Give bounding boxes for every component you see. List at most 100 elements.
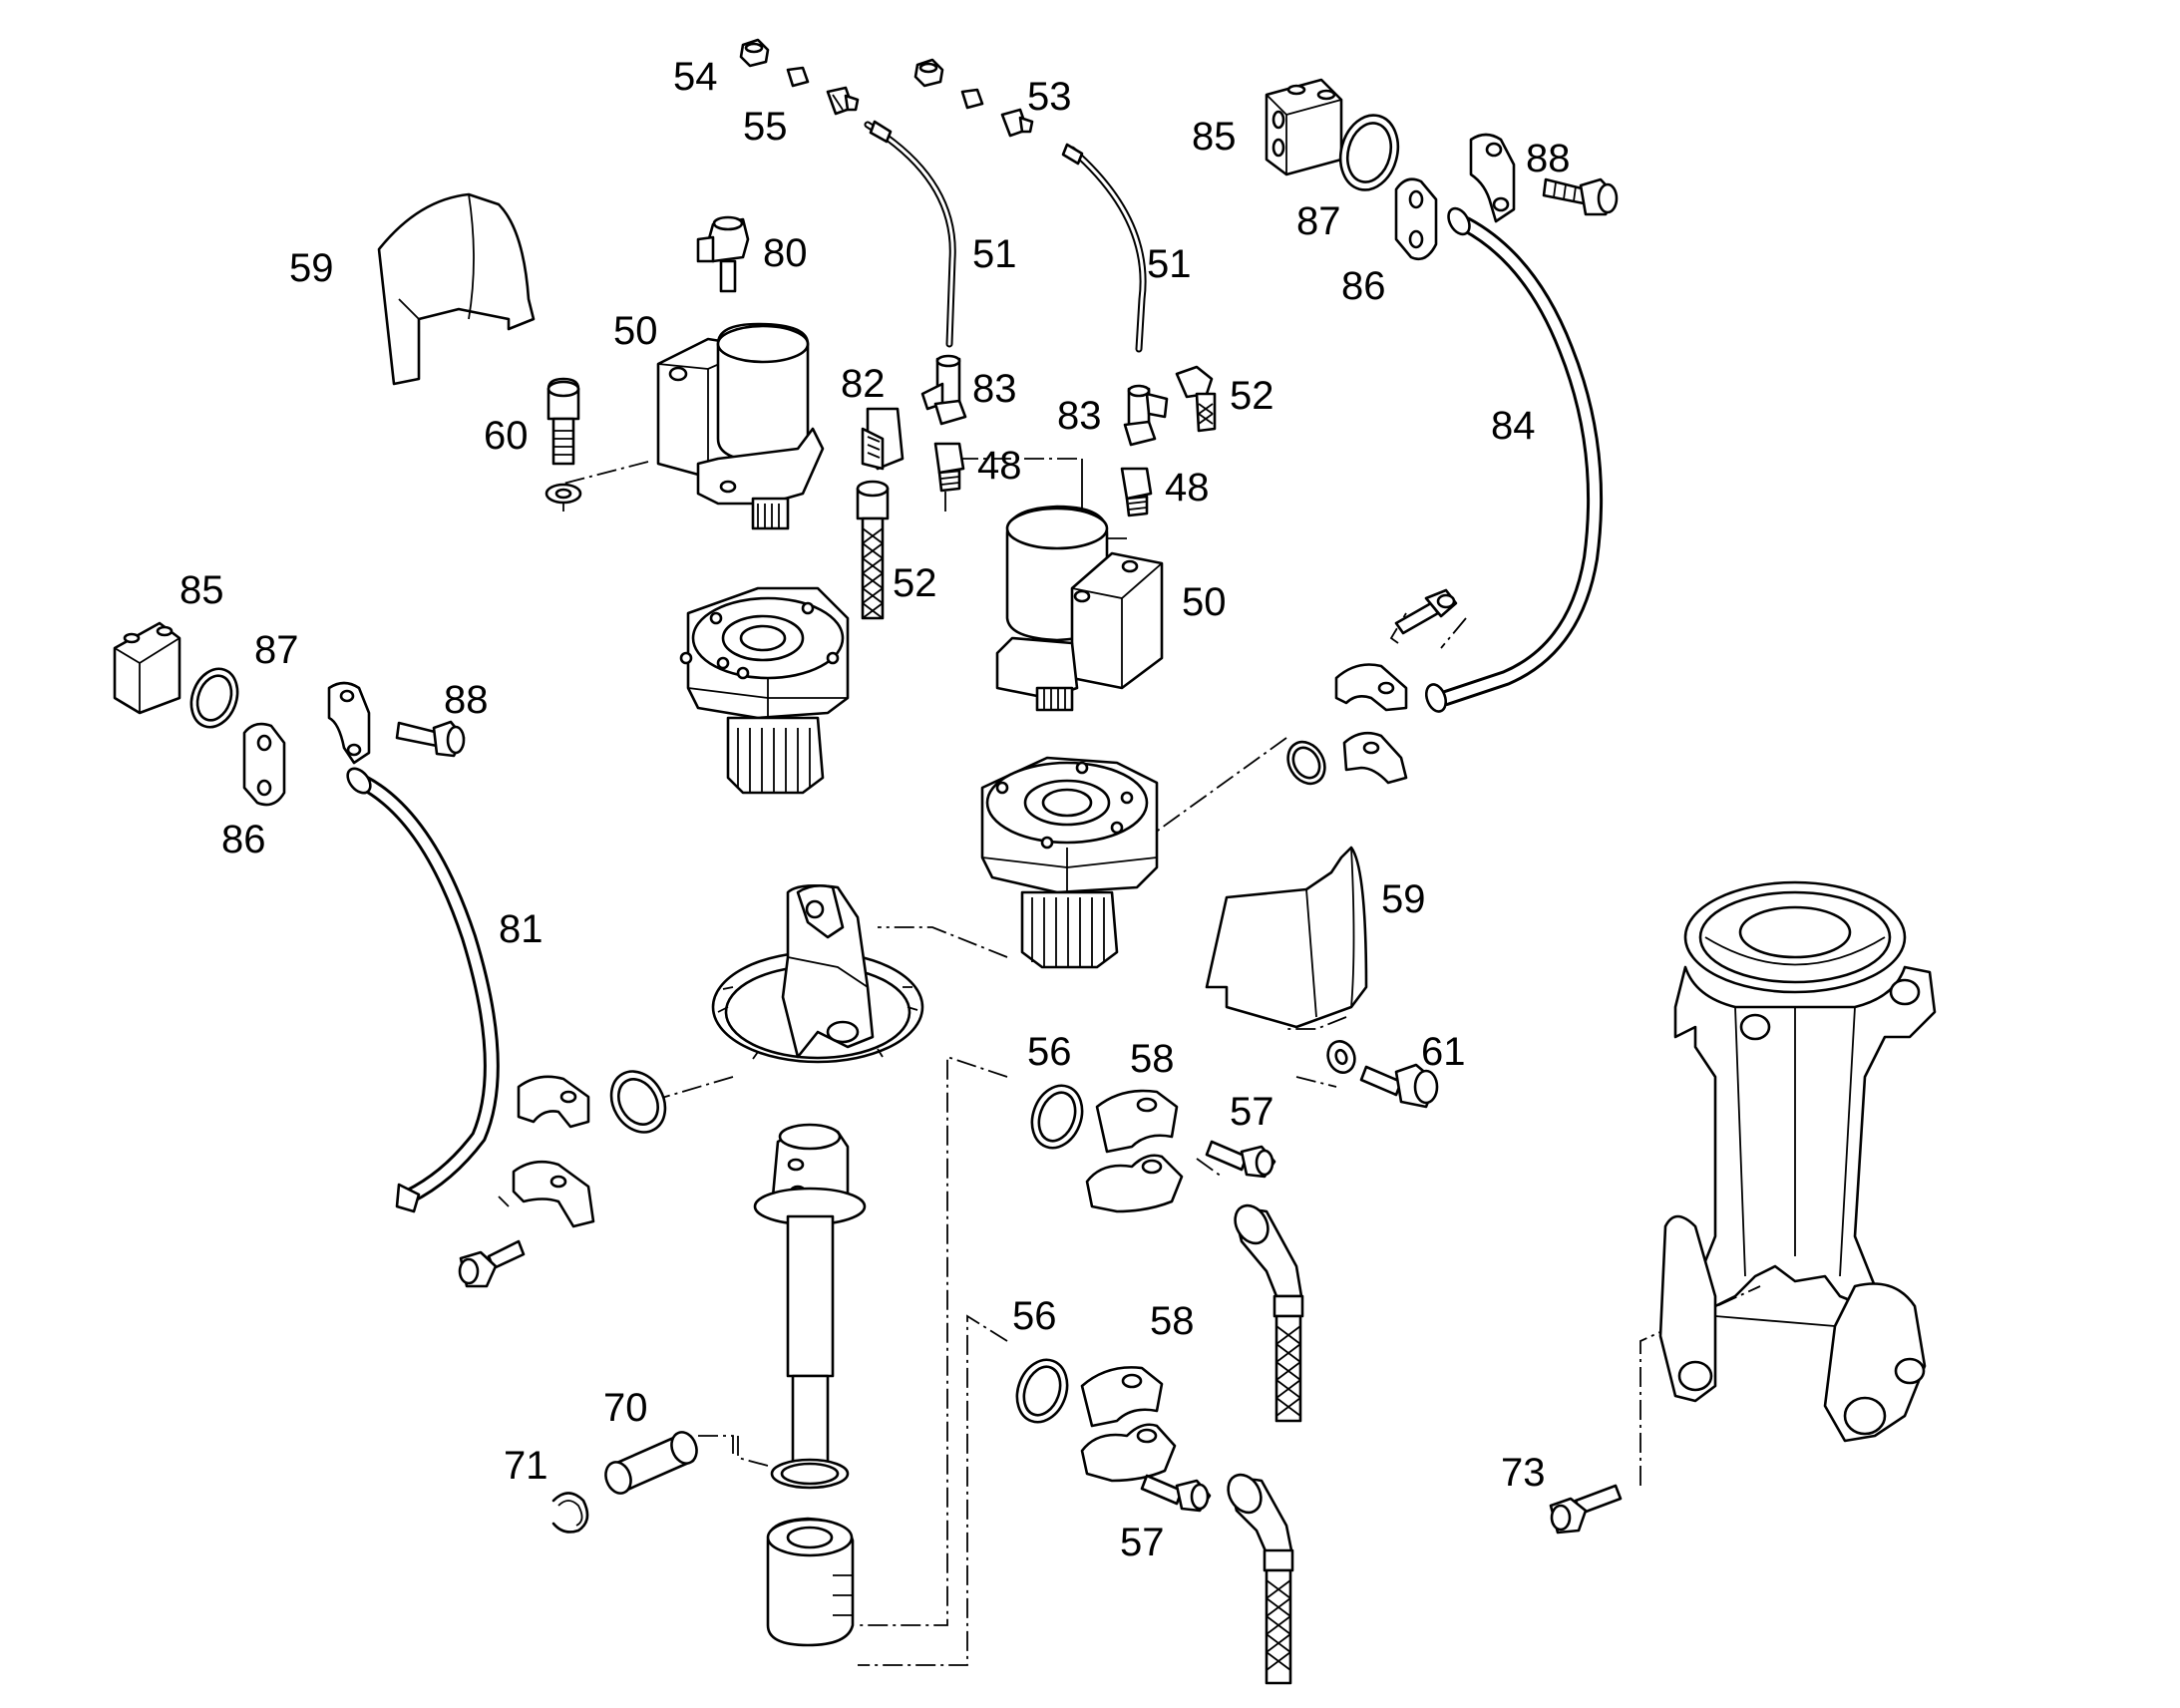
half-flange-86-top xyxy=(1394,177,1438,261)
gearbox-housing-left xyxy=(679,586,850,795)
callout-52-right: 52 xyxy=(1230,374,1274,418)
bolt-84-small xyxy=(1394,588,1458,635)
o-ring-56-lower xyxy=(1015,1358,1069,1424)
flange-cover-85-top xyxy=(1265,78,1343,176)
callout-85-top: 85 xyxy=(1192,115,1237,159)
split-flange-58-lower-b xyxy=(1080,1423,1177,1483)
callout-52-left: 52 xyxy=(893,561,937,605)
callout-51-right: 51 xyxy=(1147,242,1192,286)
half-flange-bottom-left-lower xyxy=(512,1160,595,1228)
callout-51-left: 51 xyxy=(972,232,1017,276)
bolt-73 xyxy=(1549,1484,1623,1535)
callout-87-top: 87 xyxy=(1296,199,1341,243)
callout-56-upper: 56 xyxy=(1027,1030,1072,1074)
elbow-fitting-82 xyxy=(861,407,905,471)
callout-80: 80 xyxy=(763,231,808,275)
flange-cover-85-left xyxy=(113,621,182,715)
bolt-60 xyxy=(545,377,582,505)
breather-plug-80 xyxy=(696,215,750,293)
callout-48-right: 48 xyxy=(1165,466,1210,510)
o-ring-87-left xyxy=(189,667,239,729)
bolt-57-lower xyxy=(1140,1474,1212,1513)
o-ring-56-upper xyxy=(1030,1084,1084,1150)
callout-83-left: 83 xyxy=(972,367,1017,411)
callout-53: 53 xyxy=(1027,75,1072,119)
callout-58-lower: 58 xyxy=(1150,1299,1195,1343)
callout-71: 71 xyxy=(504,1444,548,1488)
callout-82: 82 xyxy=(841,362,886,406)
split-flange-58-upper-b xyxy=(1085,1154,1184,1213)
half-flange-86-left-b xyxy=(327,681,371,765)
callout-60: 60 xyxy=(484,414,529,458)
nipple-55 xyxy=(786,66,860,116)
callout-50-middle: 50 xyxy=(1182,580,1227,624)
hose-52-left xyxy=(856,480,890,620)
callout-54: 54 xyxy=(673,55,718,99)
callout-58-upper: 58 xyxy=(1130,1037,1175,1081)
cover-59-middle xyxy=(1205,846,1368,1029)
slewing-pedestal xyxy=(1658,880,1937,1443)
cable-51-right xyxy=(1061,143,1147,353)
elbow-hose-upper xyxy=(1234,1203,1304,1423)
callout-83-right: 83 xyxy=(1057,394,1102,438)
hydraulic-motor-50-middle xyxy=(995,505,1164,712)
callout-57-lower: 57 xyxy=(1120,1521,1165,1564)
half-flange-86-left xyxy=(242,722,286,807)
bolt-bottom-left xyxy=(458,1239,526,1288)
elbow-hose-52-right xyxy=(1175,365,1217,433)
bolt-88-left xyxy=(395,720,466,758)
callout-48-left: 48 xyxy=(977,444,1022,488)
washer-61 xyxy=(1326,1040,1356,1074)
cable-51-left xyxy=(864,120,956,348)
callout-61: 61 xyxy=(1421,1030,1466,1074)
swivel-base-plate xyxy=(711,884,924,1064)
callout-81: 81 xyxy=(499,907,544,951)
nut-53-a xyxy=(913,58,944,88)
callout-70: 70 xyxy=(603,1386,648,1430)
o-ring-87-top xyxy=(1338,114,1400,191)
split-flange-58-upper-a xyxy=(1095,1089,1179,1154)
bolt-88-top xyxy=(1542,177,1619,216)
callout-85-left: 85 xyxy=(180,568,224,612)
callout-55: 55 xyxy=(743,105,788,149)
circlip-71 xyxy=(551,1492,589,1534)
rotary-joint-shaft xyxy=(753,1123,867,1490)
pin-70 xyxy=(604,1431,698,1495)
hose-81 xyxy=(346,767,500,1213)
o-ring-bottom-left xyxy=(609,1070,667,1134)
callout-86-left: 86 xyxy=(221,818,266,861)
callout-73: 73 xyxy=(1501,1451,1546,1495)
callout-labels: 54 55 53 85 88 87 86 59 80 51 51 50 82 8… xyxy=(180,55,1571,1564)
callout-50-top: 50 xyxy=(613,309,658,353)
callout-57-upper: 57 xyxy=(1230,1090,1274,1134)
bolt-61 xyxy=(1359,1063,1439,1109)
callout-86-top: 86 xyxy=(1341,264,1386,308)
gearbox-housing-middle xyxy=(980,756,1159,969)
nipple-53 xyxy=(960,88,1034,138)
callout-88-top: 88 xyxy=(1526,137,1571,180)
half-flange-84-upper xyxy=(1334,663,1408,712)
half-flange-84-lower xyxy=(1342,731,1408,785)
bolt-57-upper xyxy=(1205,1140,1276,1179)
tee-fitting-83-right xyxy=(1123,384,1169,447)
hose-84 xyxy=(1424,206,1604,713)
callout-59-middle: 59 xyxy=(1381,877,1426,921)
o-ring-84 xyxy=(1286,740,1326,786)
callout-59-top: 59 xyxy=(289,246,334,290)
callout-56-lower: 56 xyxy=(1012,1294,1057,1338)
cover-59-top xyxy=(377,192,536,386)
split-flange-58-lower-a xyxy=(1080,1366,1164,1428)
connector-48-left xyxy=(933,442,965,493)
callout-88-left: 88 xyxy=(444,678,489,722)
half-flange-bottom-left-upper xyxy=(517,1075,590,1129)
half-flange-86-top-b xyxy=(1469,133,1516,223)
callout-87-left: 87 xyxy=(254,628,299,672)
connector-48-right xyxy=(1120,467,1153,517)
elbow-hose-lower xyxy=(1227,1473,1294,1685)
callout-84: 84 xyxy=(1491,404,1536,448)
nut-54 xyxy=(739,38,770,68)
tee-fitting-83-left xyxy=(920,354,967,426)
hydraulic-motor-50-top xyxy=(656,322,825,530)
swivel-housing xyxy=(766,1517,855,1647)
